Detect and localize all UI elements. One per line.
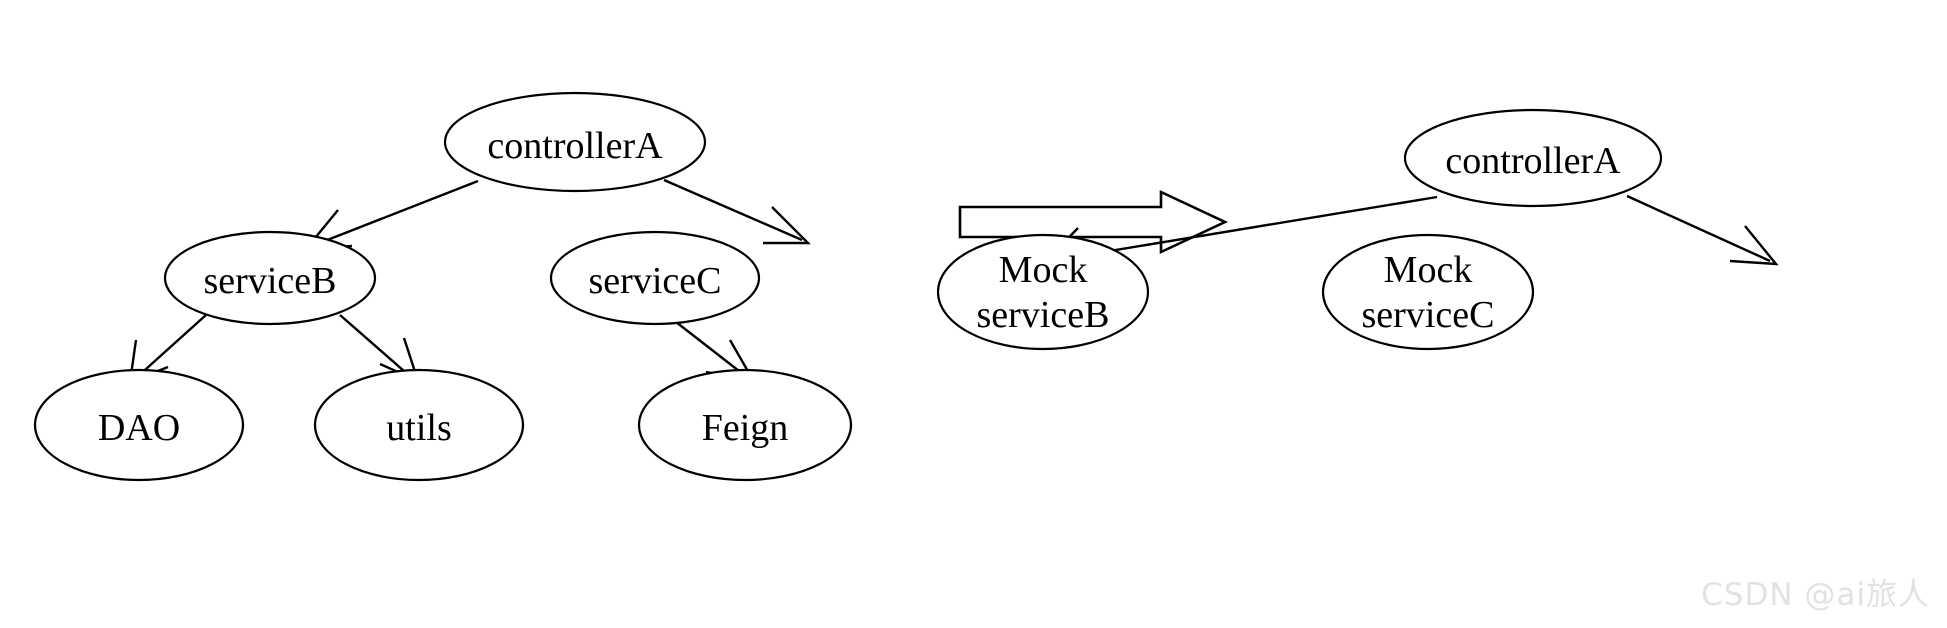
edge-controllerA2-to-mock-serviceC [1626,194,1779,266]
node-utils[interactable]: utils [313,368,525,482]
edge-line [675,321,749,379]
node-shape[interactable] [313,368,525,482]
node-label: serviceB [204,260,337,302]
left-graph-nodes: controllerA serviceB serviceC DAO utils [33,91,853,482]
node-shape[interactable] [936,233,1150,351]
node-label: utils [386,407,451,449]
node-shape[interactable] [1403,108,1663,208]
node-shape[interactable] [549,230,761,326]
node-mock-service-b[interactable]: Mock serviceB [936,233,1150,351]
edge-line [135,314,207,379]
node-label: DAO [98,407,180,449]
node-service-c[interactable]: serviceC [549,230,761,326]
right-graph-nodes: controllerA Mock serviceB Mock serviceC [936,108,1663,351]
node-controller-a-mocked[interactable]: controllerA [1403,108,1663,208]
node-dao[interactable]: DAO [33,368,245,482]
arrowhead-icon [1729,225,1779,266]
edge-line [663,178,803,242]
node-shape[interactable] [33,368,245,482]
node-shape[interactable] [163,230,377,326]
node-service-b[interactable]: serviceB [163,230,377,326]
node-label: Feign [702,407,789,449]
edge-controllerA-to-serviceC [663,178,811,245]
edge-line [311,179,479,248]
node-feign[interactable]: Feign [637,368,853,482]
node-shape[interactable] [637,368,853,482]
node-shape[interactable] [1321,233,1535,351]
node-label-line1: Mock [1384,249,1473,291]
node-label: controllerA [487,125,663,167]
edge-line [1626,194,1771,263]
arrowhead-icon [763,206,811,245]
node-mock-service-c[interactable]: Mock serviceC [1321,233,1535,351]
edge-line [339,314,413,379]
node-shape[interactable] [443,91,707,193]
edge-controllerA-to-serviceB [303,179,479,251]
node-label-line1: Mock [999,249,1088,291]
watermark-label: CSDN @ai旅人 [1701,577,1930,613]
node-label: controllerA [1445,140,1621,182]
node-label: serviceC [589,260,722,302]
node-controller-a[interactable]: controllerA [443,91,707,193]
node-label-line2: serviceB [977,294,1110,336]
node-label-line2: serviceC [1362,294,1495,336]
